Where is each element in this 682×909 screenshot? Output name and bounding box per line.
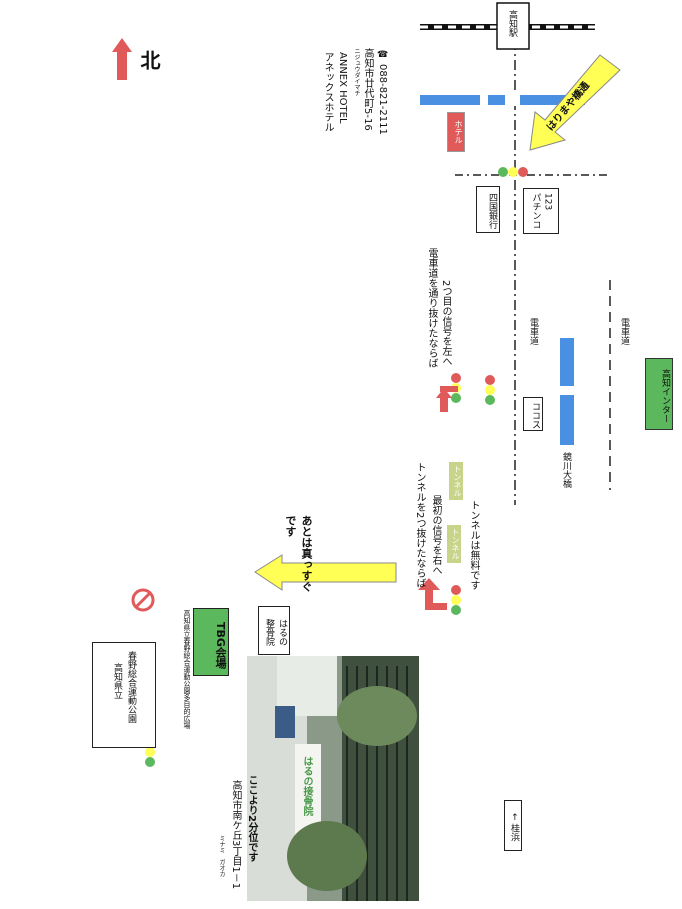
shikoku-bank-box: 四国銀行 bbox=[476, 186, 500, 233]
tram-label-2: 電車道 bbox=[619, 318, 629, 345]
clinic-photo: はるの接骨院 bbox=[247, 656, 419, 901]
park-line2: 春野総合運動公園 bbox=[126, 651, 136, 723]
minutes-note: ここより2分位です bbox=[246, 775, 257, 862]
pachinko-box: 123 パチンコ bbox=[523, 188, 559, 234]
instruction-1-line1: 電車道を通り抜けたならば bbox=[426, 248, 437, 368]
station-box bbox=[496, 2, 530, 50]
blue-bridge-2 bbox=[560, 395, 574, 445]
hotel-name-en: ANNEX HOTEL bbox=[337, 52, 348, 124]
turn-right-arrow-icon bbox=[418, 578, 447, 610]
hotel-name-jp: アネックスホテル bbox=[322, 52, 333, 132]
hotel-marker: ホテル bbox=[447, 112, 465, 152]
photo-sign-label: はるの接骨院 bbox=[301, 756, 312, 816]
tunnel-1-box: トンネル bbox=[449, 462, 463, 500]
haruno-clinic-box: はるの 整骨院 bbox=[258, 606, 290, 655]
station-label: 高知駅 bbox=[507, 10, 517, 37]
instruction-2-line2: 最初の信号を右へ bbox=[430, 495, 441, 575]
pachinko-label: 123 パチンコ bbox=[530, 193, 553, 229]
address-ruby: ミナミ ガオカ bbox=[218, 835, 225, 877]
blue-bridge-1 bbox=[560, 338, 574, 386]
blue-road-top-gap bbox=[480, 94, 488, 106]
turn-left-arrow-icon bbox=[436, 386, 458, 412]
phone-icon: ☎ bbox=[377, 50, 389, 60]
traffic-light-mid-b bbox=[485, 375, 495, 405]
hotel-address: 高知市廿代町5-16 bbox=[362, 48, 373, 131]
traffic-light-top bbox=[498, 167, 528, 177]
park-box: 高知県立 春野総合運動公園 bbox=[92, 642, 156, 748]
hotel-phone: 088-821-2111 bbox=[377, 64, 388, 135]
venue-box: TBG会場 bbox=[193, 608, 229, 676]
traffic-light-low bbox=[451, 585, 461, 615]
cocos-box: ココス bbox=[523, 397, 543, 431]
tunnel-2-box: トンネル bbox=[447, 525, 461, 563]
blue-road-top-gap2 bbox=[505, 94, 520, 106]
north-label: 北 bbox=[137, 50, 161, 70]
no-entry-icon bbox=[131, 588, 155, 612]
direction-note-box: ← 桂浜 bbox=[504, 800, 522, 851]
parking-note: 高知県立春野総合運動公園多目的広場 bbox=[183, 610, 191, 729]
yellow-arrow-bottom-label: あとは真っすぐです bbox=[284, 515, 313, 592]
address-bottom: 高知市南ケ丘3丁目1－1 bbox=[230, 780, 241, 890]
hotel-address-ruby: ニジュウダイマチ bbox=[353, 48, 360, 96]
instruction-2-line1: トンネルを2つ抜けたならば bbox=[414, 462, 425, 589]
park-line1: 高知県立 bbox=[112, 663, 122, 699]
blue-road-top bbox=[420, 95, 585, 105]
tram-label-1: 電車道 bbox=[528, 318, 538, 345]
yellow-arrow-bottom bbox=[254, 554, 397, 591]
kochi-ic-box: 高知インター bbox=[645, 358, 673, 430]
kagami-bridge-label: 鏡川大橋 bbox=[561, 452, 571, 488]
instruction-1-line2: 2つ目の信号を左へ bbox=[440, 280, 451, 367]
north-arrow-icon bbox=[112, 38, 132, 80]
yellow-arrow-top bbox=[529, 54, 621, 151]
clinic-photo-image bbox=[247, 656, 419, 901]
instruction-2-line3: トンネルは無料です bbox=[468, 500, 479, 590]
